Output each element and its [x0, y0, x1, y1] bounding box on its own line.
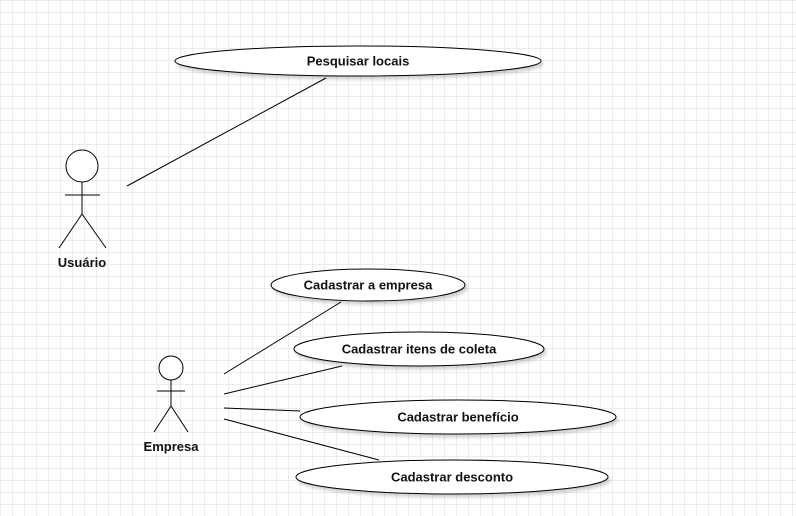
usecase-cadastrar-beneficio[interactable]: Cadastrar benefício: [299, 399, 617, 435]
usecase-cadastrar-itens-label: Cadastrar itens de coleta: [342, 342, 497, 357]
usecase-cadastrar-desconto[interactable]: Cadastrar desconto: [295, 459, 609, 495]
actor-empresa-label: Empresa: [144, 439, 200, 454]
association-empresa-cadastrar-desconto[interactable]: [223, 418, 380, 461]
actor-usuario-right-leg: [81, 213, 107, 249]
actor-usuario[interactable]: [58, 149, 107, 249]
usecase-pesquisar-locais-label: Pesquisar locais: [307, 54, 410, 69]
usecase-cadastrar-desconto-shape: [295, 459, 609, 495]
actor-empresa-left-leg: [153, 405, 172, 433]
associations: [126, 77, 380, 461]
actor-empresa-head: [158, 355, 184, 381]
usecase-cadastrar-empresa[interactable]: Cadastrar a empresa: [270, 268, 466, 302]
usecase-cadastrar-itens-shape: [293, 331, 545, 367]
association-empresa-cadastrar-itens[interactable]: [223, 365, 343, 395]
usecase-pesquisar-locais-shape: [174, 45, 542, 77]
usecase-cadastrar-empresa-label: Cadastrar a empresa: [304, 278, 433, 293]
actor-usuario-left-leg: [58, 213, 83, 249]
usecase-cadastrar-desconto-label: Cadastrar desconto: [391, 470, 513, 485]
actor-empresa-right-leg: [170, 405, 189, 433]
usecase-pesquisar-locais[interactable]: Pesquisar locais: [174, 45, 542, 77]
usecase-cadastrar-beneficio-label: Cadastrar benefício: [397, 410, 518, 425]
association-usuario-pesquisar[interactable]: [126, 77, 327, 187]
actor-usuario-head: [65, 149, 99, 183]
association-empresa-cadastrar-empresa[interactable]: [223, 301, 342, 375]
usecase-cadastrar-itens[interactable]: Cadastrar itens de coleta: [293, 331, 545, 367]
association-empresa-cadastrar-beneficio[interactable]: [223, 407, 301, 412]
actor-usuario-label: Usuário: [58, 255, 106, 270]
usecase-cadastrar-beneficio-shape: [299, 399, 617, 435]
usecase-cadastrar-empresa-shape: [270, 268, 466, 302]
actor-empresa[interactable]: [153, 355, 189, 433]
